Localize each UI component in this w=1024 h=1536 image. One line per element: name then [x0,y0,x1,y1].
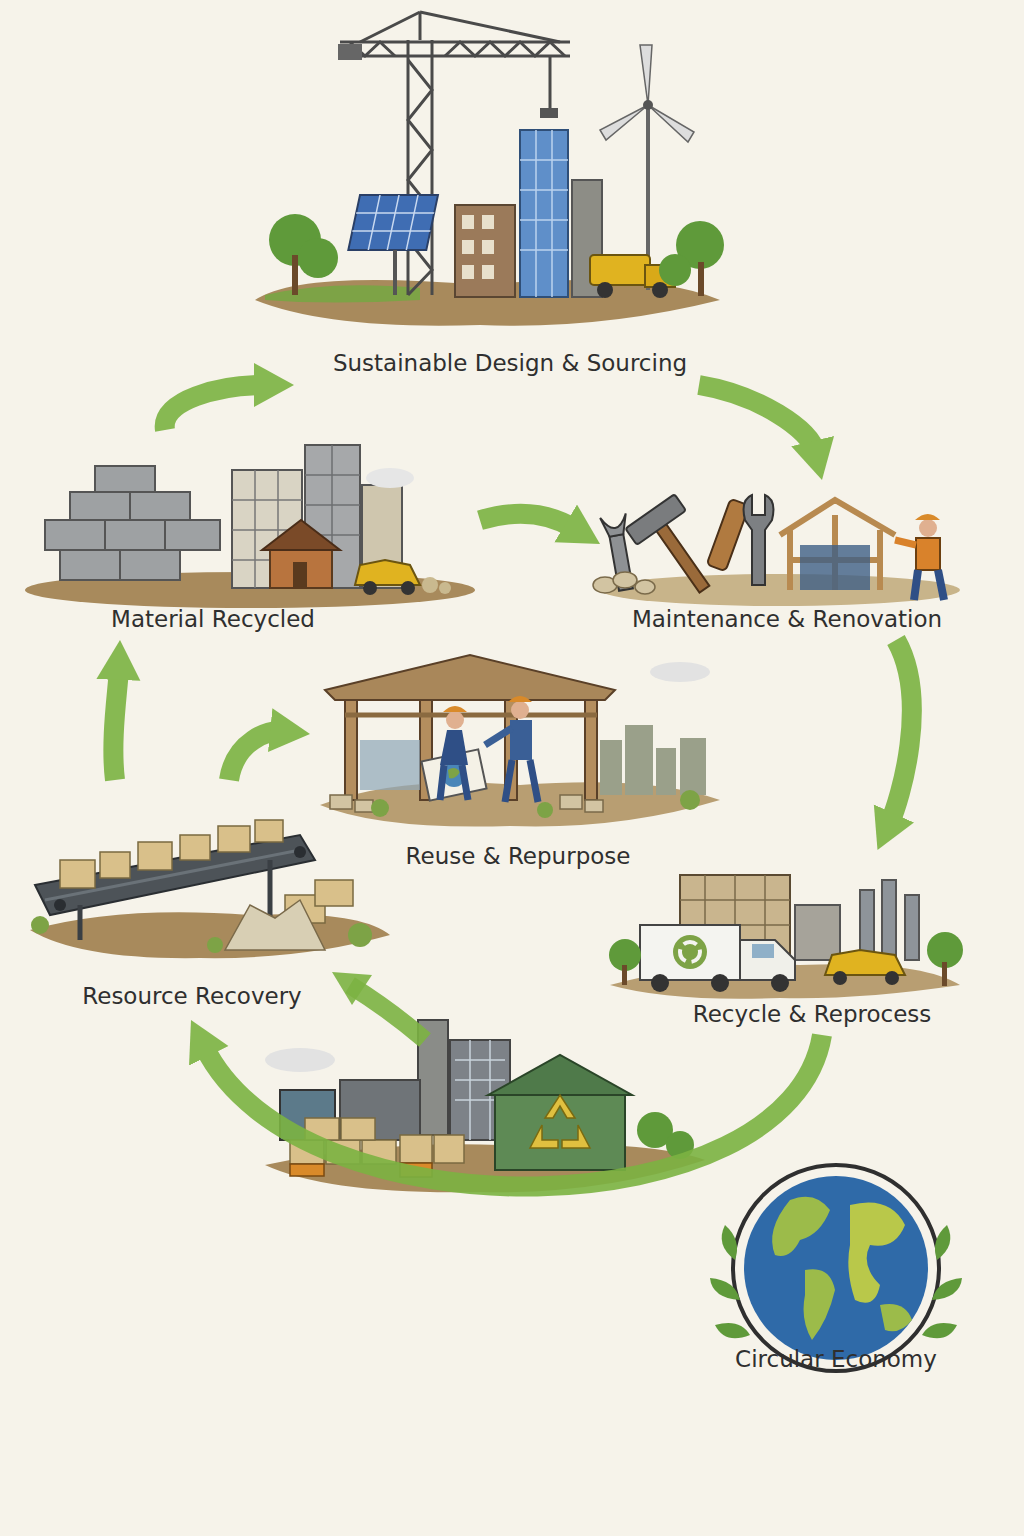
stage-node: Material Recycled [30,430,480,640]
maintenance-scene [593,494,960,606]
stage-label: Recycle & Reprocess [580,1000,1024,1028]
stage-label-group: Circular Economy [700,1345,972,1373]
materials-scene [25,445,475,608]
stage-label-group: Reuse & Repurpose [310,842,726,870]
reprocess-scene [609,875,963,999]
stage-label-group: Maintenance & Renovation [600,605,974,633]
stage-label: Circular Economy [700,1345,972,1373]
reuse-scene [320,655,720,827]
stage-label: Resource Recovery [20,982,364,1010]
globe-emblem [710,1165,962,1371]
flow-arrow [113,670,118,780]
flow-arrow [480,514,574,529]
flow-arrow [204,1035,822,1187]
stage-label: Maintenance & Renovation [600,605,974,633]
design-scene [255,12,724,326]
flow-arrow [890,640,912,823]
stage-label-group: Resource Recovery [20,982,364,1010]
flow-arrow [165,385,264,430]
globe-node: Circular Economy [700,1165,970,1380]
stage-node: Maintenance & Renovation [600,480,970,640]
stage-label-group: Sustainable Design & Sourcing [240,349,780,377]
recovery-scene [30,820,390,958]
stage-node: Resource Recovery [20,780,400,1020]
factory-scene [265,972,705,1192]
stage-label: Sustainable Design & Sourcing [240,349,780,377]
stage-node: Reuse & Repurpose [310,640,730,875]
flow-arrow [699,385,815,451]
stage-label: Material Recycled [30,605,396,633]
stage-node: Recycle & Reprocess [600,850,970,1035]
stage-label-group: Material Recycled [30,605,396,633]
stage-label-group: Recycle & Reprocess [580,1000,1024,1028]
stage-label: Reuse & Repurpose [310,842,726,870]
flow-arrow [229,731,280,780]
stage-node: Sustainable Design & Sourcing [240,10,780,385]
